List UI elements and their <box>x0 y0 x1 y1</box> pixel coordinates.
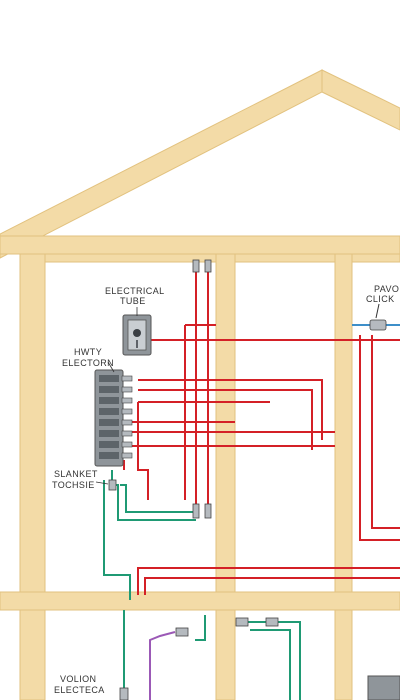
hot-wire-panel-drop <box>137 402 149 500</box>
pavo-click-connector[interactable] <box>369 303 387 331</box>
lower-right-device[interactable] <box>367 675 400 700</box>
ground-wire-drop <box>103 480 131 600</box>
connector-top-b <box>204 259 212 273</box>
ground-wire-loop <box>120 484 196 513</box>
label-electrical-tube-2: TUBE <box>120 296 146 306</box>
stud-right <box>334 253 353 700</box>
breaker-terminals <box>121 375 133 459</box>
hot-wire-low-run-2 <box>144 577 400 595</box>
label-slanket-1: SLANKET <box>54 469 98 479</box>
connector-bottom-a <box>192 503 200 519</box>
label-electrical-tube-1: ELECTRICAL <box>105 286 165 296</box>
stud-middle <box>215 253 236 700</box>
label-heavy-electorn-2: ELECTORN <box>62 358 114 368</box>
hot-wire-run-1 <box>138 379 323 440</box>
label-pavo-click-1: PAVO <box>374 284 399 294</box>
connector-lower-d <box>265 617 279 627</box>
label-heavy-electorn-1: HWTY <box>74 347 102 357</box>
connector-lower-b <box>175 627 189 637</box>
hot-wire-tube-run <box>149 339 400 345</box>
roof-rafter-right <box>321 69 400 131</box>
connector-slanket <box>108 479 117 491</box>
label-bottom-2: ELECTECA <box>54 685 105 695</box>
breaker-panel[interactable] <box>94 369 133 467</box>
electrical-tube-box[interactable] <box>122 314 152 356</box>
aux-wire <box>149 631 176 700</box>
roof-rafter-left <box>0 69 323 259</box>
roof-truss <box>0 69 400 259</box>
label-heavy-electorn-leader <box>107 361 115 373</box>
hot-wires <box>123 268 400 595</box>
diagram-labels: ELECTRICAL TUBE HWTY ELECTORN SLANKET TO… <box>52 284 399 695</box>
ground-wire-lower-run <box>195 615 206 641</box>
hot-wire-run-2 <box>138 389 313 450</box>
ground-wires <box>103 470 301 700</box>
hot-wire-right-drop-2 <box>371 335 400 529</box>
label-slanket-leader <box>95 481 109 485</box>
hot-wire-low-run-1 <box>137 567 400 595</box>
connector-lower-a <box>119 687 129 700</box>
stud-left <box>19 253 46 700</box>
label-bottom-1: VOLION <box>60 674 96 684</box>
connector-top-a <box>192 259 200 273</box>
breaker-slots <box>99 375 119 459</box>
ceiling-beam <box>0 235 400 255</box>
floor-beam <box>0 591 400 611</box>
label-pavo-click-2: CLICK <box>366 294 395 304</box>
ground-wire-lower-right <box>240 621 301 700</box>
connector-lower-c <box>235 617 249 627</box>
hot-wire-right-drop <box>359 335 400 541</box>
ground-wire-lower-right-2 <box>250 629 291 700</box>
wire-connectors <box>108 259 279 700</box>
label-slanket-2: TOCHSIE <box>52 480 95 490</box>
wall-frame <box>0 253 400 700</box>
connector-bottom-b <box>204 503 212 519</box>
pavo-click-arrow <box>375 303 380 319</box>
